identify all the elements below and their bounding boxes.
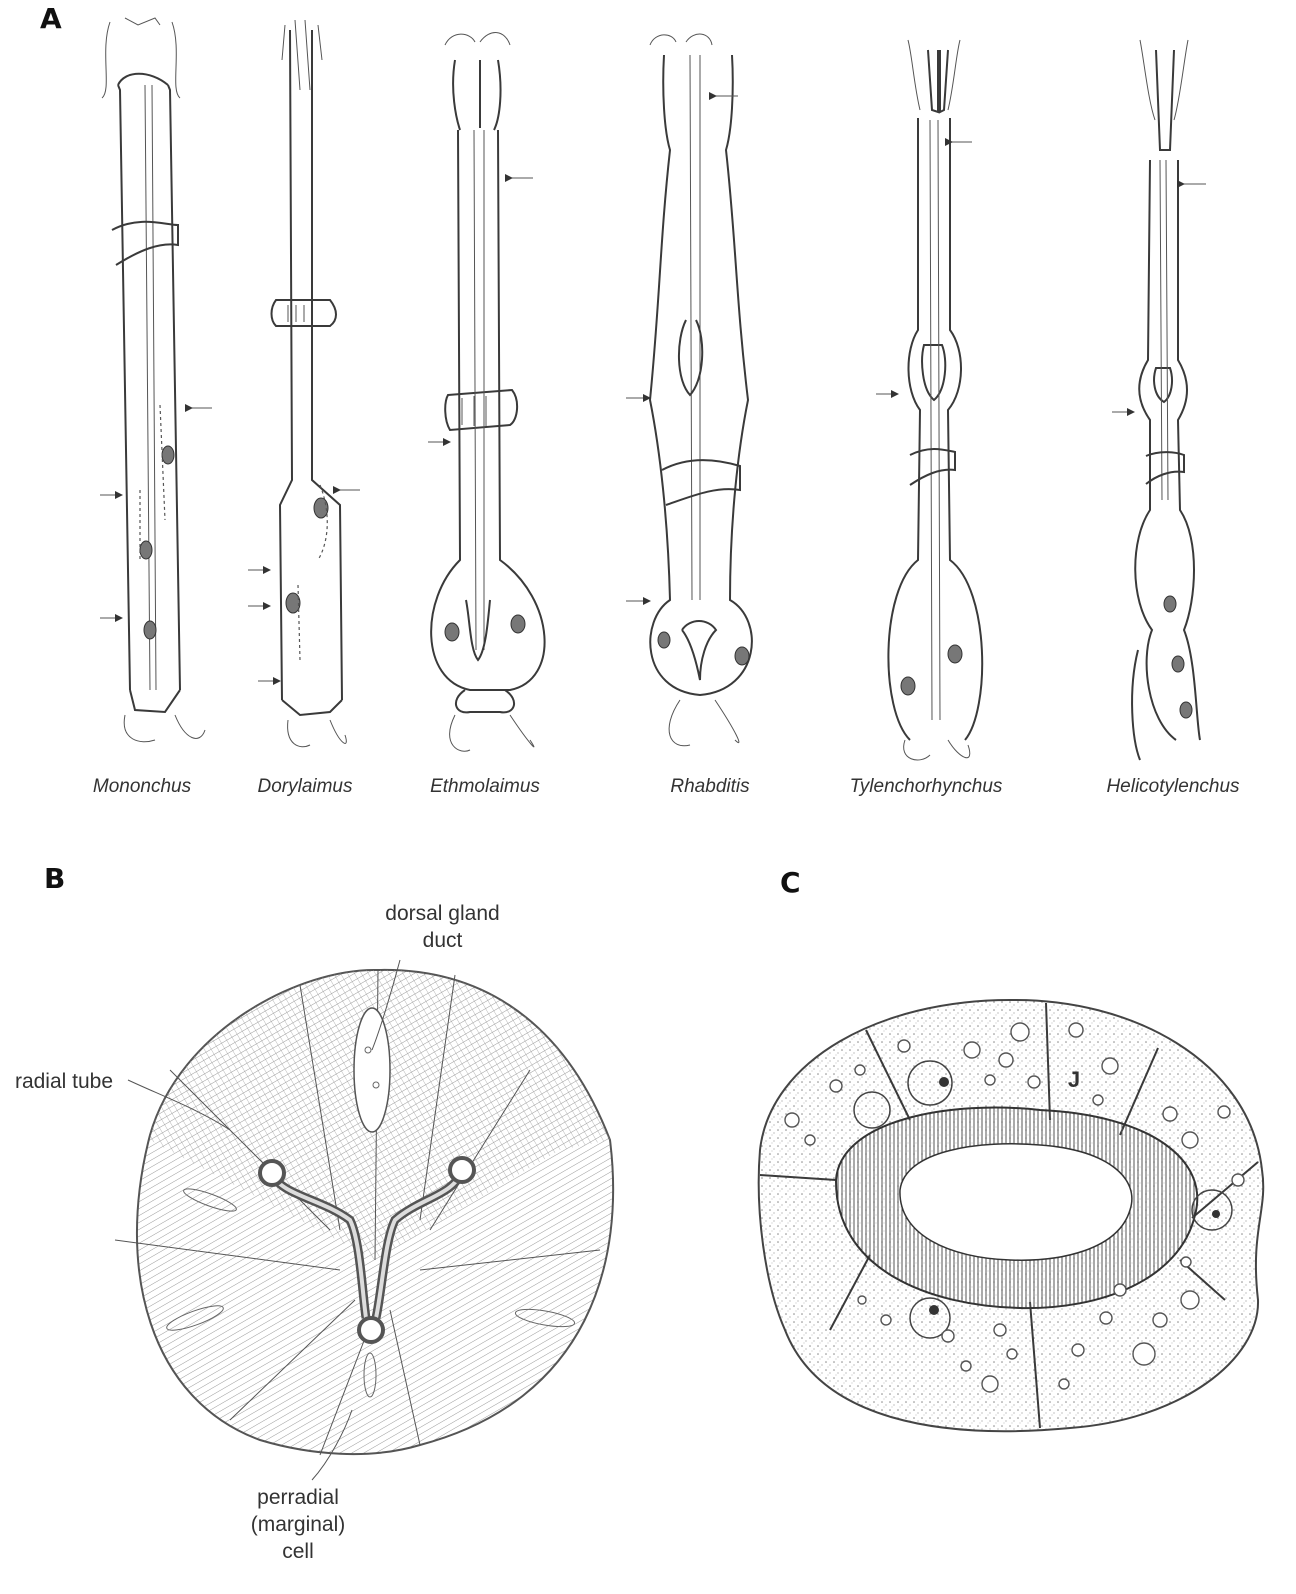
label-radial-tube: radial tube bbox=[4, 1068, 124, 1095]
pharynx-cross-section bbox=[115, 960, 613, 1480]
label-dorsal-gland-duct: dorsal gland duct bbox=[360, 900, 525, 954]
label-perradial-cell: perradial (marginal) cell bbox=[238, 1484, 358, 1565]
label-perradial-line1: perradial bbox=[238, 1484, 358, 1511]
label-dorsal-gland-line2: duct bbox=[360, 927, 525, 954]
label-perradial-line2: (marginal) bbox=[238, 1511, 358, 1538]
label-dorsal-gland-line1: dorsal gland bbox=[360, 900, 525, 927]
label-perradial-line3: cell bbox=[238, 1538, 358, 1565]
label-j: J bbox=[1064, 1066, 1084, 1093]
